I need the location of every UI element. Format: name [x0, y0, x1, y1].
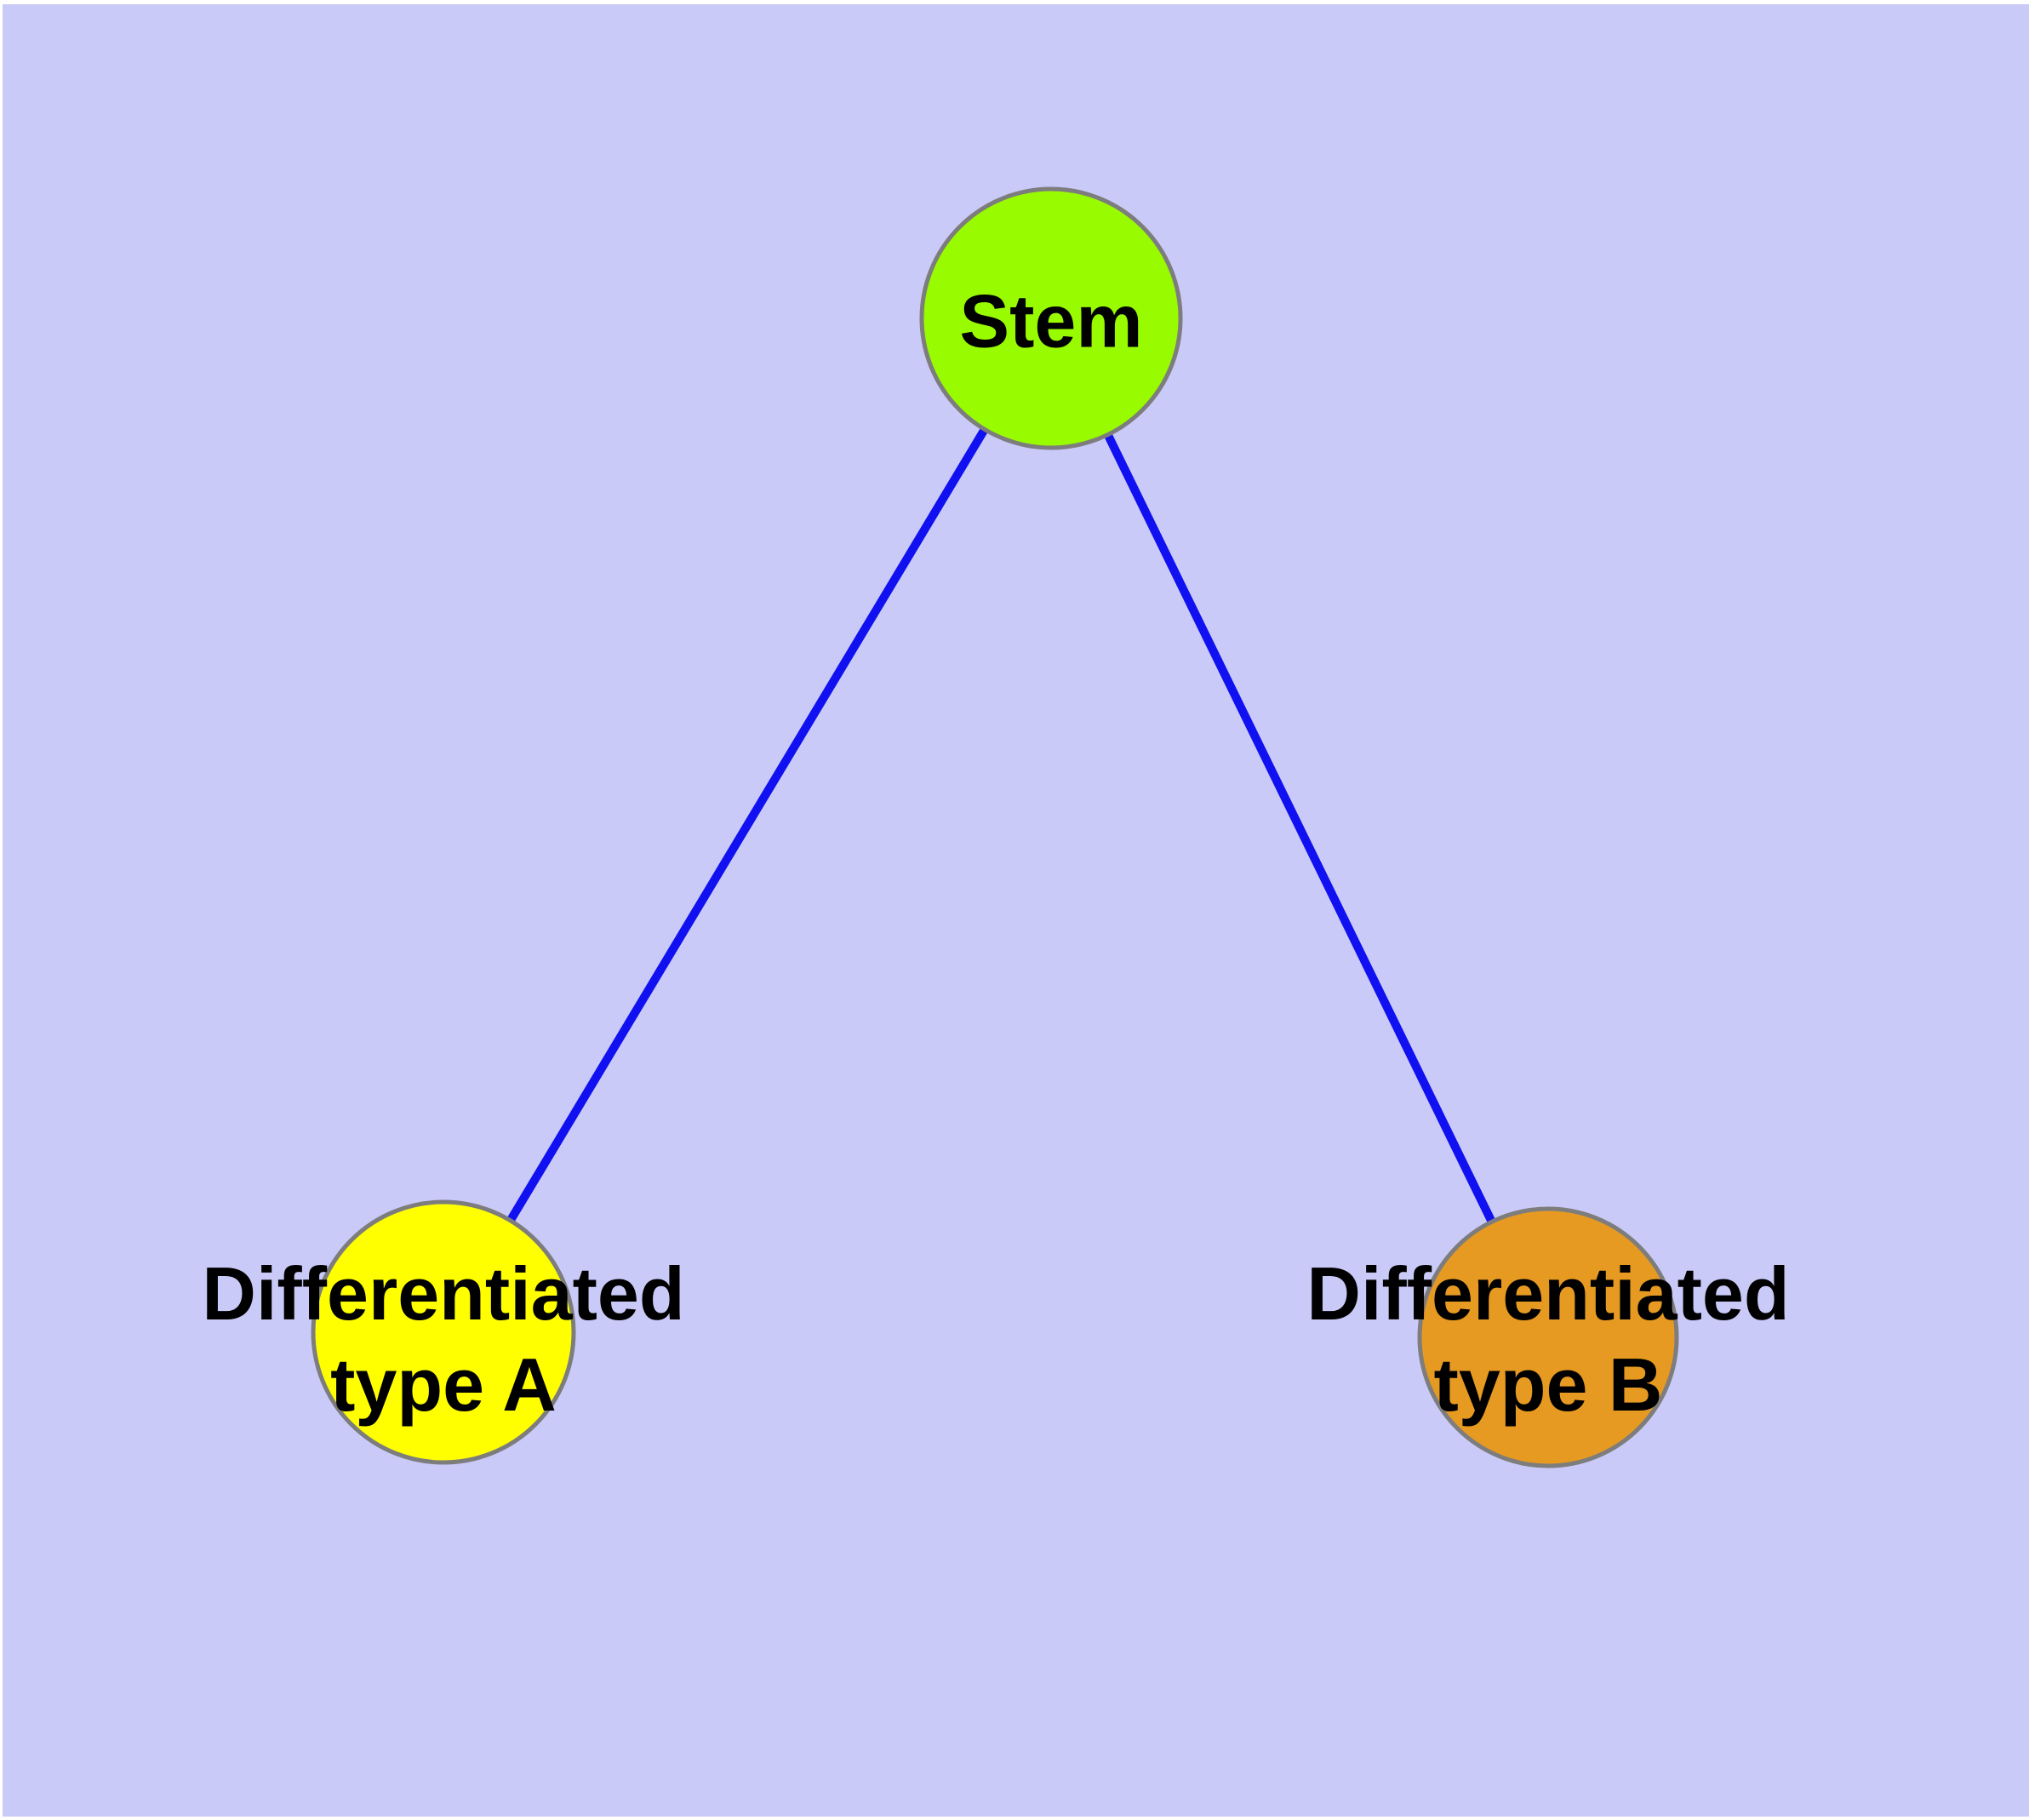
node-type-a-label-line2: type A: [330, 1342, 557, 1427]
node-type-a-label-line1: Differentiated: [202, 1251, 685, 1336]
node-stem-label: Stem: [959, 276, 1142, 367]
node-type-b-label-line2: type B: [1433, 1342, 1663, 1427]
edge-stem-to-type-a: [439, 316, 1055, 1335]
node-type-a-label: Differentiated type A: [202, 1248, 684, 1430]
node-stem: [919, 186, 1183, 450]
edge-stem-to-type-b: [1047, 316, 1552, 1340]
node-type-b: [1417, 1206, 1679, 1468]
node-type-a: [311, 1199, 576, 1465]
node-type-b-label-line1: Differentiated: [1306, 1251, 1790, 1336]
node-stem-label-text: Stem: [959, 278, 1143, 363]
node-type-b-label: Differentiated type B: [1306, 1248, 1789, 1430]
